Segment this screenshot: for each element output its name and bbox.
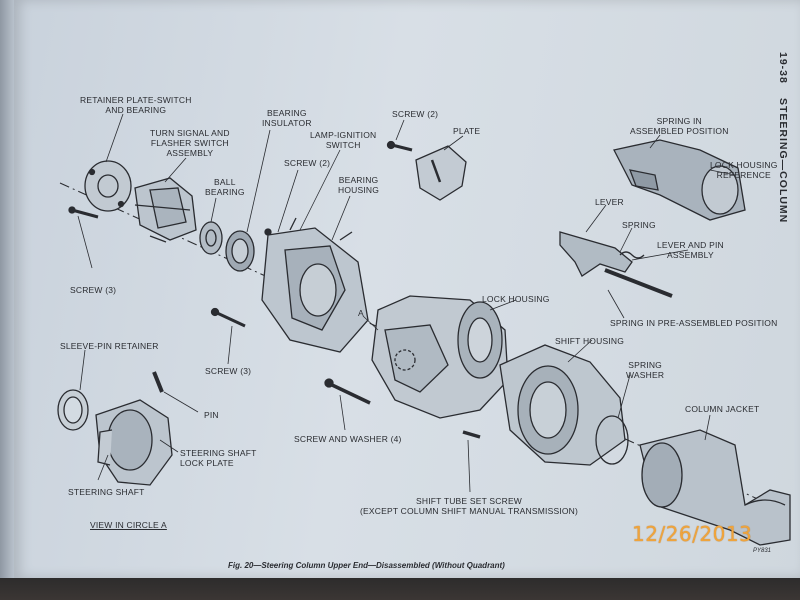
- section-title: STEERING—COLUMN: [777, 97, 789, 224]
- steering-shaft-part: [95, 399, 173, 486]
- label-screw-2-left: SCREW (2): [284, 158, 331, 168]
- date-stamp: 12/26/2013: [632, 522, 753, 546]
- label-view-in-circle-a: VIEW IN CIRCLE A: [90, 520, 167, 530]
- screw-3-mid-part: [210, 307, 246, 328]
- label-steering-shaft: STEERING SHAFT: [68, 487, 145, 497]
- label-callout-a: A: [358, 308, 364, 318]
- screw-3-small-part: [68, 206, 99, 219]
- previous-page-edge: [0, 0, 14, 578]
- running-head: 19-38 STEERING—COLUMN: [775, 52, 789, 223]
- label-plate: PLATE: [453, 126, 481, 136]
- turn-signal-switch-part: [134, 177, 197, 243]
- label-sleeve-pin-retainer: SLEEVE-PIN RETAINER: [60, 341, 159, 351]
- label-shift-tube-set-screw: SHIFT TUBE SET SCREW(EXCEPT COLUMN SHIFT…: [360, 496, 579, 516]
- spring-washer-part: [595, 415, 629, 465]
- callout-circle-a: [394, 349, 416, 371]
- label-column-jacket: COLUMN JACKET: [685, 404, 760, 414]
- bearing-insulator-part: [225, 230, 255, 272]
- label-spring-preassembled: SPRING IN PRE-ASSEMBLED POSITION: [610, 318, 778, 328]
- shift-housing-part: [499, 344, 626, 466]
- lock-housing-part: [371, 295, 509, 419]
- lock-housing-reference-part: [613, 139, 746, 221]
- ball-bearing-part: [199, 221, 223, 255]
- figure-caption: Fig. 20—Steering Column Upper End—Disass…: [228, 561, 505, 570]
- label-lock-housing: LOCK HOUSING: [482, 294, 550, 304]
- shift-tube-set-screw-part: [462, 430, 481, 439]
- book-bottom-edge: [0, 578, 800, 600]
- column-jacket-part: [639, 429, 791, 546]
- pin-part: [152, 371, 164, 393]
- plate-part: [415, 145, 467, 201]
- label-spring: SPRING: [622, 220, 656, 230]
- figure-code: PY831: [753, 548, 772, 554]
- label-pin: PIN: [204, 410, 219, 420]
- label-lever: LEVER: [595, 197, 624, 207]
- label-screw-3-left: SCREW (3): [70, 285, 117, 295]
- page-number: 19-38: [777, 52, 789, 84]
- bearing-housing-part: [261, 217, 369, 353]
- lever-pin-part: [559, 231, 673, 298]
- label-shift-housing: SHIFT HOUSING: [555, 336, 625, 346]
- screw-and-washer-part: [324, 378, 371, 405]
- retainer-plate-part: [84, 160, 132, 212]
- label-screw-2-top: SCREW (2): [392, 109, 439, 119]
- label-screw-3-mid: SCREW (3): [205, 366, 252, 376]
- label-screw-and-washer: SCREW AND WASHER (4): [294, 434, 402, 444]
- screw-2-top-part: [386, 140, 413, 152]
